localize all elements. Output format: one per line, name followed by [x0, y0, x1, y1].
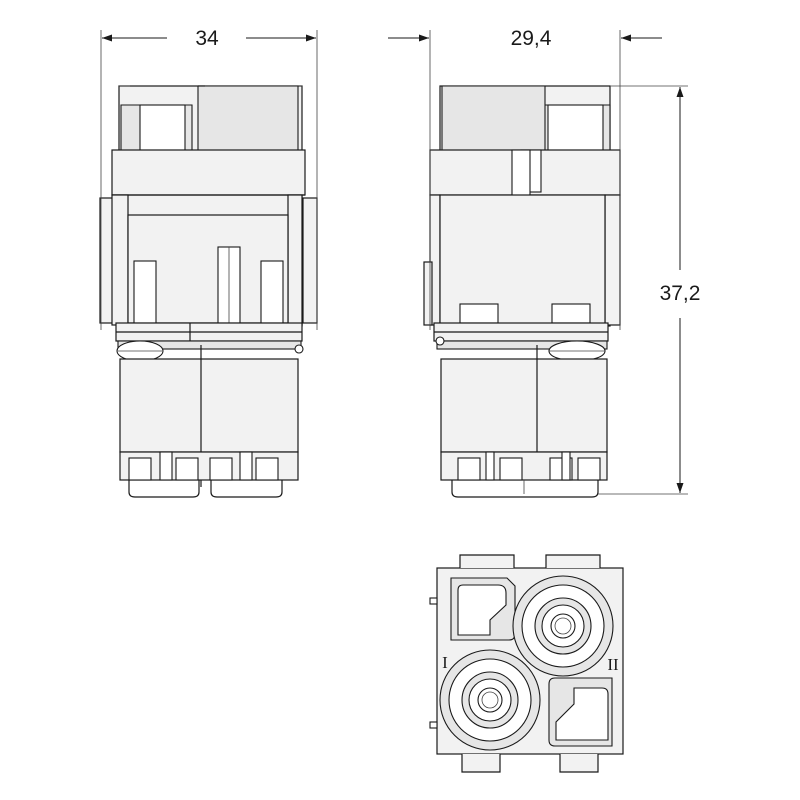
contact-label-one: I — [442, 653, 448, 672]
dimension-depth: 29,4 — [388, 27, 662, 330]
contact-label-two: II — [607, 655, 619, 674]
dimension-height: 37,2 — [598, 85, 701, 495]
side-view — [423, 85, 621, 498]
dimension-width: 34 — [100, 27, 318, 330]
dimension-width-label: 34 — [195, 27, 219, 50]
face-view: I II — [429, 554, 624, 773]
dimension-depth-label: 29,4 — [511, 27, 552, 50]
dimension-height-label: 37,2 — [660, 282, 701, 305]
front-view — [99, 85, 318, 498]
